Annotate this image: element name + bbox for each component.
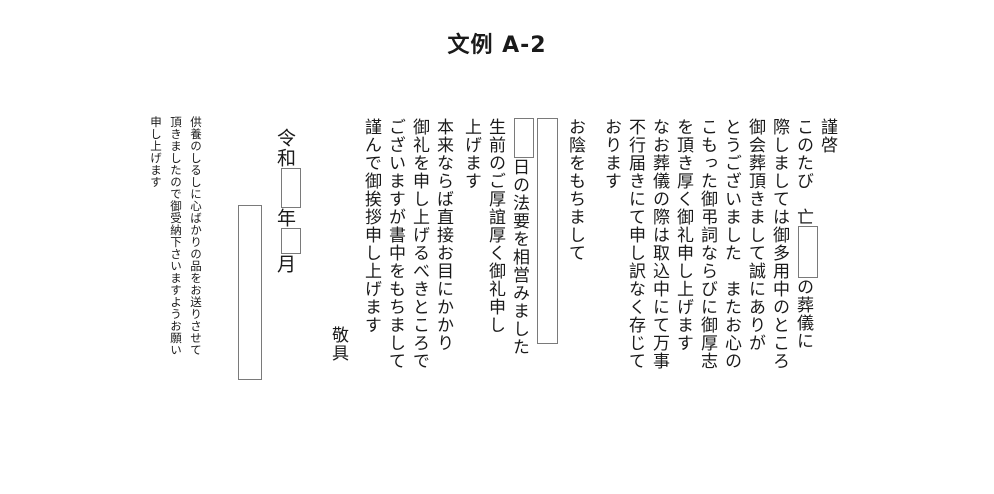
letter-line-17: 謹んで御挨拶申し上げます bbox=[361, 118, 381, 334]
letter-line-6: を頂き厚く御礼申し上げます bbox=[673, 118, 693, 352]
letter-line-11-text: 日の法要を相営みました bbox=[509, 158, 529, 356]
letter-line-10: お陰をもちまして bbox=[565, 118, 585, 262]
era-label: 令和 bbox=[274, 128, 296, 168]
postscript-line-3: 申し上げます bbox=[149, 116, 163, 188]
memorial-day-blank bbox=[514, 118, 534, 158]
letter-line-1-start: このたび 亡 bbox=[793, 118, 813, 226]
closing: 敬具 bbox=[328, 326, 348, 362]
letter-line-5: こもった御弔詞ならびに御厚志 bbox=[697, 118, 717, 370]
name-blank-box bbox=[537, 118, 558, 344]
letter-line-7: なお葬儀の際は取込中にて万事 bbox=[649, 118, 669, 370]
letter-line-15: 御礼を申し上げるべきところで bbox=[409, 118, 429, 370]
letter-line-8: 不行届きにて申し訳なく存じて bbox=[625, 118, 645, 370]
letter-line-3: 御会葬頂きまして誠にありが bbox=[745, 118, 765, 352]
year-blank bbox=[280, 168, 301, 208]
postscript-line-1: 供養のしるしに心ばかりの品をお送りさせて bbox=[189, 116, 203, 356]
sender-blank-box bbox=[238, 205, 262, 380]
letter-line-9: おります bbox=[601, 118, 621, 190]
postscript-line-2: 頂きましたので御受納下さいますようお願い bbox=[169, 116, 183, 356]
letter-line-13: 上げます bbox=[461, 118, 481, 190]
page-title: 文例 A-2 bbox=[447, 33, 547, 58]
year-label: 年 bbox=[274, 208, 296, 228]
letter-line-11: 日の法要を相営みました bbox=[507, 118, 534, 356]
letter-line-14: 本来ならば直接お目にかかり bbox=[433, 118, 453, 352]
deceased-name-blank bbox=[798, 226, 818, 278]
greeting: 謹啓 bbox=[817, 118, 837, 154]
letter-line-1-end: の葬儀に bbox=[793, 278, 813, 350]
date-line: 令和年月 bbox=[273, 128, 301, 274]
letter-line-12: 生前のご厚誼厚く御礼申し bbox=[485, 118, 505, 334]
month-label: 月 bbox=[274, 254, 296, 274]
month-blank bbox=[280, 228, 301, 254]
letter-line-2: 際しましては御多用中のところ bbox=[769, 118, 789, 370]
letter-line-4: とうございました またお心の bbox=[721, 118, 741, 370]
letter-line-1: このたび 亡の葬儀に bbox=[791, 118, 818, 350]
letter-line-16: ございますが書中をもちまして bbox=[385, 118, 405, 370]
